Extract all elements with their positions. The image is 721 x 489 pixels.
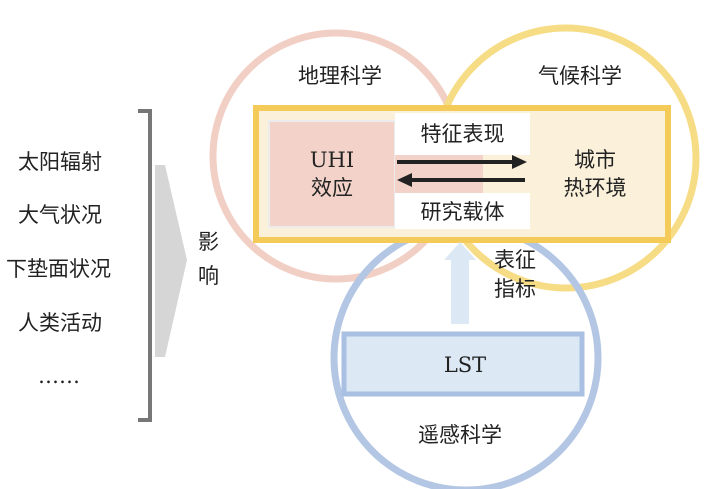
factor-atmosphere: 大气状况 — [18, 203, 102, 227]
uhi-label-1: UHI — [309, 148, 355, 172]
indicator-label-2: 指标 — [494, 277, 536, 301]
factor-surface: 下垫面状况 — [6, 257, 111, 281]
indicator-label-1: 表征 — [494, 248, 536, 272]
urban-thermal-label-1: 城市 — [574, 148, 616, 172]
bracket — [138, 109, 152, 422]
uhi-label-2: 效应 — [311, 176, 353, 200]
climate-label: 气候科学 — [538, 64, 622, 88]
feature-label: 特征表现 — [420, 122, 505, 146]
lst-label: LST — [443, 353, 487, 377]
lst-box — [341, 331, 585, 397]
up-arrow — [444, 242, 476, 324]
factor-solar: 太阳辐射 — [18, 150, 102, 174]
remote-sensing-label: 遥感科学 — [418, 423, 502, 447]
geography-label: 地理科学 — [298, 64, 382, 88]
left-arrow — [397, 173, 525, 187]
uhi-box — [268, 120, 396, 228]
influence-arrow — [155, 165, 187, 357]
right-arrow — [397, 155, 527, 169]
influence-label-2: 响 — [198, 264, 219, 288]
influence-label-1: 影 — [198, 230, 219, 254]
factor-more: …… — [38, 364, 80, 388]
label-box-bottom — [395, 193, 530, 229]
carrier-label: 研究载体 — [420, 200, 505, 224]
factor-human: 人类活动 — [18, 311, 102, 335]
urban-thermal-label-2: 热环境 — [563, 176, 627, 200]
label-box-top — [395, 113, 530, 155]
